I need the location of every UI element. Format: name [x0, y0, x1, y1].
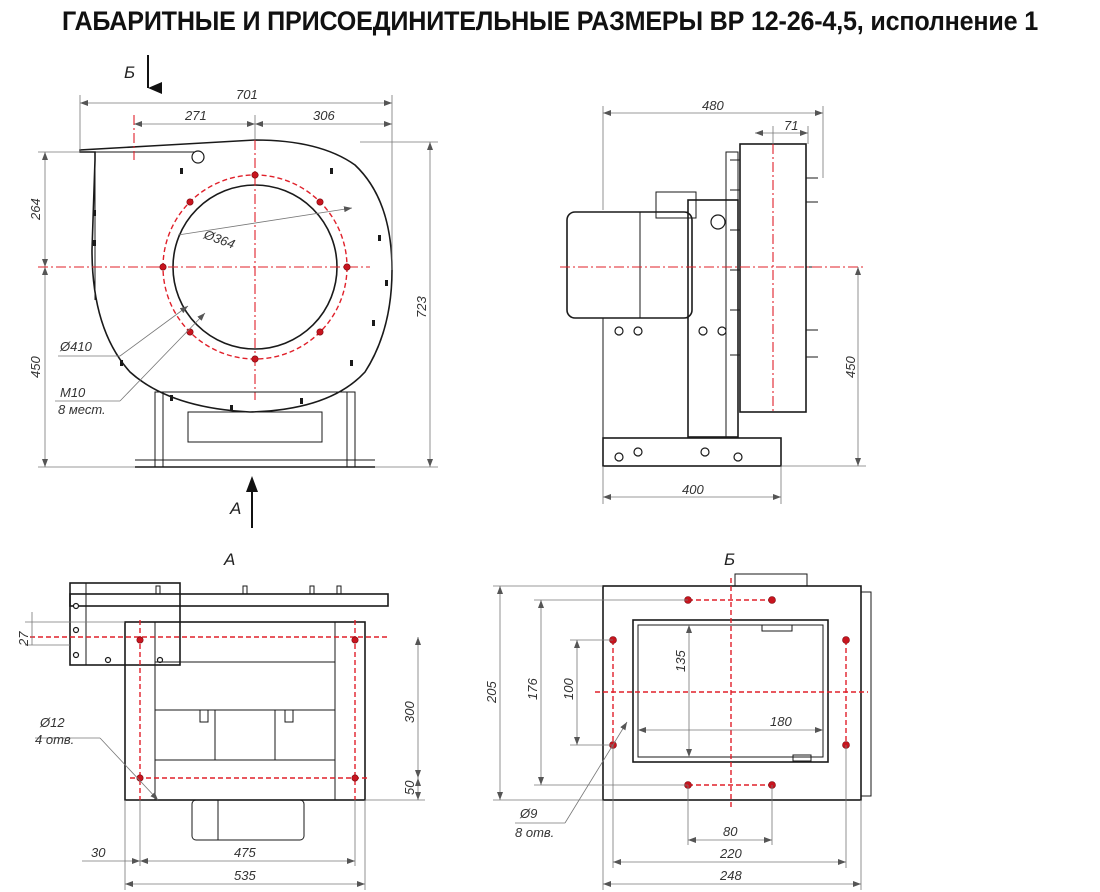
drawing-title: ГАБАРИТНЫЕ И ПРИСОЕДИНИТЕЛЬНЫЕ РАЗМЕРЫ В… — [61, 6, 1039, 36]
dim-701: 701 — [236, 87, 258, 102]
outlet-top — [69, 593, 389, 607]
dim-450: 450 — [28, 356, 43, 378]
dim-300: 300 — [402, 701, 417, 723]
side-bolts — [730, 159, 818, 358]
dim-176: 176 — [525, 678, 540, 700]
front-base — [135, 391, 375, 468]
front-dimensions: 701 271 306 264 450 723 Ø364 Ø410 — [28, 87, 438, 468]
side-base — [602, 437, 782, 467]
dim-271: 271 — [184, 108, 207, 123]
base-frame-a — [124, 621, 366, 801]
motor-bottom — [191, 799, 305, 841]
dim-27: 27 — [16, 631, 31, 647]
view-a-dimensions: 27 300 50 Ø12 4 отв. 30 475 535 — [16, 612, 425, 890]
motor-stand — [602, 317, 689, 439]
side-housing — [687, 199, 739, 438]
flange-b — [602, 585, 862, 801]
view-b: Б 205 — [484, 550, 872, 890]
side-view: 480 71 450 400 — [560, 98, 866, 504]
front-housing-outline — [79, 139, 393, 413]
view-b-dimensions: 205 176 100 135 180 Ø9 8 отв. 80 220 — [484, 585, 862, 890]
arrow-a-label: А — [229, 499, 241, 518]
dim-50: 50 — [402, 780, 417, 795]
hole-count-b: 8 отв. — [515, 825, 554, 840]
dim-723: 723 — [414, 296, 429, 318]
dim-d12: Ø12 — [39, 715, 65, 730]
thread-label: M10 — [60, 385, 86, 400]
dim-220: 220 — [719, 846, 742, 861]
drain-plug — [191, 150, 205, 164]
dim-450-side: 450 — [843, 356, 858, 378]
dim-71: 71 — [784, 118, 798, 133]
motor-body — [566, 211, 693, 319]
dim-d410: Ø410 — [59, 339, 93, 354]
thread-count: 8 мест. — [58, 402, 106, 417]
terminal-box — [655, 191, 697, 219]
dim-480: 480 — [702, 98, 724, 113]
front-view: 701 271 306 264 450 723 Ø364 Ø410 — [28, 55, 438, 528]
view-b-title: Б — [724, 550, 735, 569]
dim-248: 248 — [719, 868, 742, 883]
dim-264: 264 — [28, 198, 43, 221]
inlet-bolt-holes — [159, 171, 351, 363]
dim-135: 135 — [673, 650, 688, 672]
dim-306: 306 — [313, 108, 335, 123]
dim-475: 475 — [234, 845, 256, 860]
hole-count-a: 4 отв. — [35, 732, 74, 747]
dim-80: 80 — [723, 824, 738, 839]
dim-100: 100 — [561, 678, 576, 700]
dim-d9: Ø9 — [519, 806, 537, 821]
dim-535: 535 — [234, 868, 256, 883]
view-a-title: А — [223, 550, 235, 569]
side-dimensions: 480 71 450 400 — [602, 98, 866, 504]
housing-rivets — [93, 168, 388, 411]
dim-d364: Ø364 — [201, 226, 237, 251]
dim-30: 30 — [91, 845, 106, 860]
view-a: А — [16, 550, 425, 890]
dim-205: 205 — [484, 681, 499, 704]
dim-400: 400 — [682, 482, 704, 497]
arrow-b-label: Б — [124, 63, 135, 82]
dim-180: 180 — [770, 714, 792, 729]
